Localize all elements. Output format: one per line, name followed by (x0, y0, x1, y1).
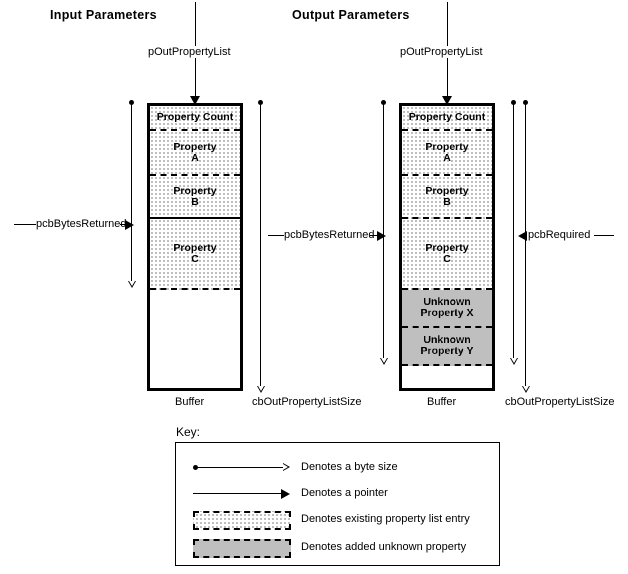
input-bytes-returned-label: pcbBytesReturned (36, 218, 127, 230)
pointer-line-icon (193, 493, 283, 494)
input-cell-property-b-line1: Property (173, 184, 217, 197)
output-list-size-arrowhead (522, 386, 530, 393)
pointer-arrowhead-icon (281, 489, 290, 499)
output-required-line (513, 103, 514, 358)
input-list-size-label: cbOutPropertyListSize (252, 396, 362, 408)
input-cell-property-count-line1: Property Count (156, 111, 234, 123)
input-cell-property-a-line2: A (191, 151, 199, 164)
input-list-size-start-dot (258, 100, 263, 105)
output-cell-unknown-property-y: Unknown Property Y (402, 328, 492, 366)
input-pointer-label: pOutPropertyList (146, 46, 233, 58)
output-bytes-returned-arrow (377, 231, 386, 241)
page-title-output: Output Parameters (292, 8, 410, 22)
output-cell-property-c-line2: C (443, 252, 451, 265)
output-required-start-dot (511, 100, 516, 105)
output-buffer-label: Buffer (427, 396, 457, 408)
input-bytes-returned-start-dot (129, 100, 134, 105)
output-list-size-line (525, 103, 526, 386)
output-cell-property-a-line1: Property (425, 140, 469, 153)
input-list-size-line (260, 103, 261, 386)
input-list-size-arrowhead (257, 386, 265, 393)
input-cell-property-c-line1: Property (173, 241, 217, 254)
output-bytes-returned-start-dot (381, 100, 386, 105)
key-box: Denotes a byte size Denotes a pointer De… (175, 442, 500, 566)
output-list-size-label: cbOutPropertyListSize (505, 396, 615, 408)
input-bytes-returned-arrowhead (128, 281, 136, 288)
byte-size-arrowhead-icon (283, 463, 290, 471)
byte-size-start-dot-icon (193, 465, 198, 470)
output-cell-property-count-line1: Property Count (408, 111, 486, 123)
output-pointer-label: pOutPropertyList (398, 46, 485, 58)
byte-size-line-icon (196, 467, 283, 468)
output-bytes-returned-label: pcbBytesReturned (284, 229, 375, 241)
output-cell-property-b-line1: Property (425, 184, 469, 197)
input-bytes-returned-tail (120, 224, 126, 225)
input-cell-property-a-line1: Property (173, 140, 217, 153)
input-buffer-box: Property Count Property A Property B Pro… (147, 103, 243, 391)
output-pointer-arrowhead (442, 96, 452, 105)
output-cell-unknown-property-y-line1: Unknown (423, 334, 471, 346)
key-label-existing-entry: Denotes existing property list entry (301, 513, 470, 525)
output-cell-property-count: Property Count (402, 106, 492, 131)
output-bytes-returned-line (383, 103, 384, 358)
input-cell-property-b: Property B (150, 176, 240, 219)
output-cell-property-a: Property A (402, 131, 492, 176)
output-cell-unknown-property-x-line2: Property X (420, 307, 474, 319)
output-cell-property-c-line1: Property (425, 241, 469, 254)
key-label-byte-size: Denotes a byte size (301, 461, 398, 473)
output-bytes-returned-arrowhead (380, 358, 388, 365)
output-required-label: pcbRequired (528, 229, 591, 241)
output-required-arrowhead (510, 358, 518, 365)
output-cell-property-a-line2: A (443, 151, 451, 164)
input-bytes-returned-arrow (125, 220, 134, 230)
output-buffer-box: Property Count Property A Property B Pro… (399, 103, 495, 391)
input-bytes-returned-line (131, 103, 132, 281)
input-cell-property-c: Property C (150, 219, 240, 290)
output-cell-property-c: Property C (402, 219, 492, 290)
page-title-input: Input Parameters (50, 8, 157, 22)
output-required-leader (594, 235, 614, 236)
input-pointer-arrowhead (190, 96, 200, 105)
output-required-arrow (518, 231, 527, 241)
key-label-added-unknown: Denotes added unknown property (301, 541, 467, 553)
input-cell-property-c-line2: C (191, 252, 199, 265)
key-label-pointer: Denotes a pointer (301, 487, 388, 499)
output-list-size-start-dot (523, 100, 528, 105)
output-cell-property-b: Property B (402, 176, 492, 219)
input-cell-property-count: Property Count (150, 106, 240, 131)
output-cell-property-b-line2: B (443, 195, 451, 208)
output-cell-unknown-property-y-line2: Property Y (420, 345, 474, 357)
key-title: Key: (176, 425, 201, 439)
input-cell-property-b-line2: B (191, 195, 199, 208)
output-bytes-returned-leader (268, 235, 284, 236)
existing-entry-swatch-icon (193, 511, 291, 530)
output-bytes-returned-tail (370, 235, 378, 236)
input-bytes-returned-leader (14, 224, 36, 225)
input-cell-property-a: Property A (150, 131, 240, 176)
input-buffer-label: Buffer (175, 396, 205, 408)
added-unknown-swatch-icon (193, 539, 291, 558)
output-cell-unknown-property-x: Unknown Property X (402, 290, 492, 328)
output-cell-unknown-property-x-line1: Unknown (423, 296, 471, 308)
